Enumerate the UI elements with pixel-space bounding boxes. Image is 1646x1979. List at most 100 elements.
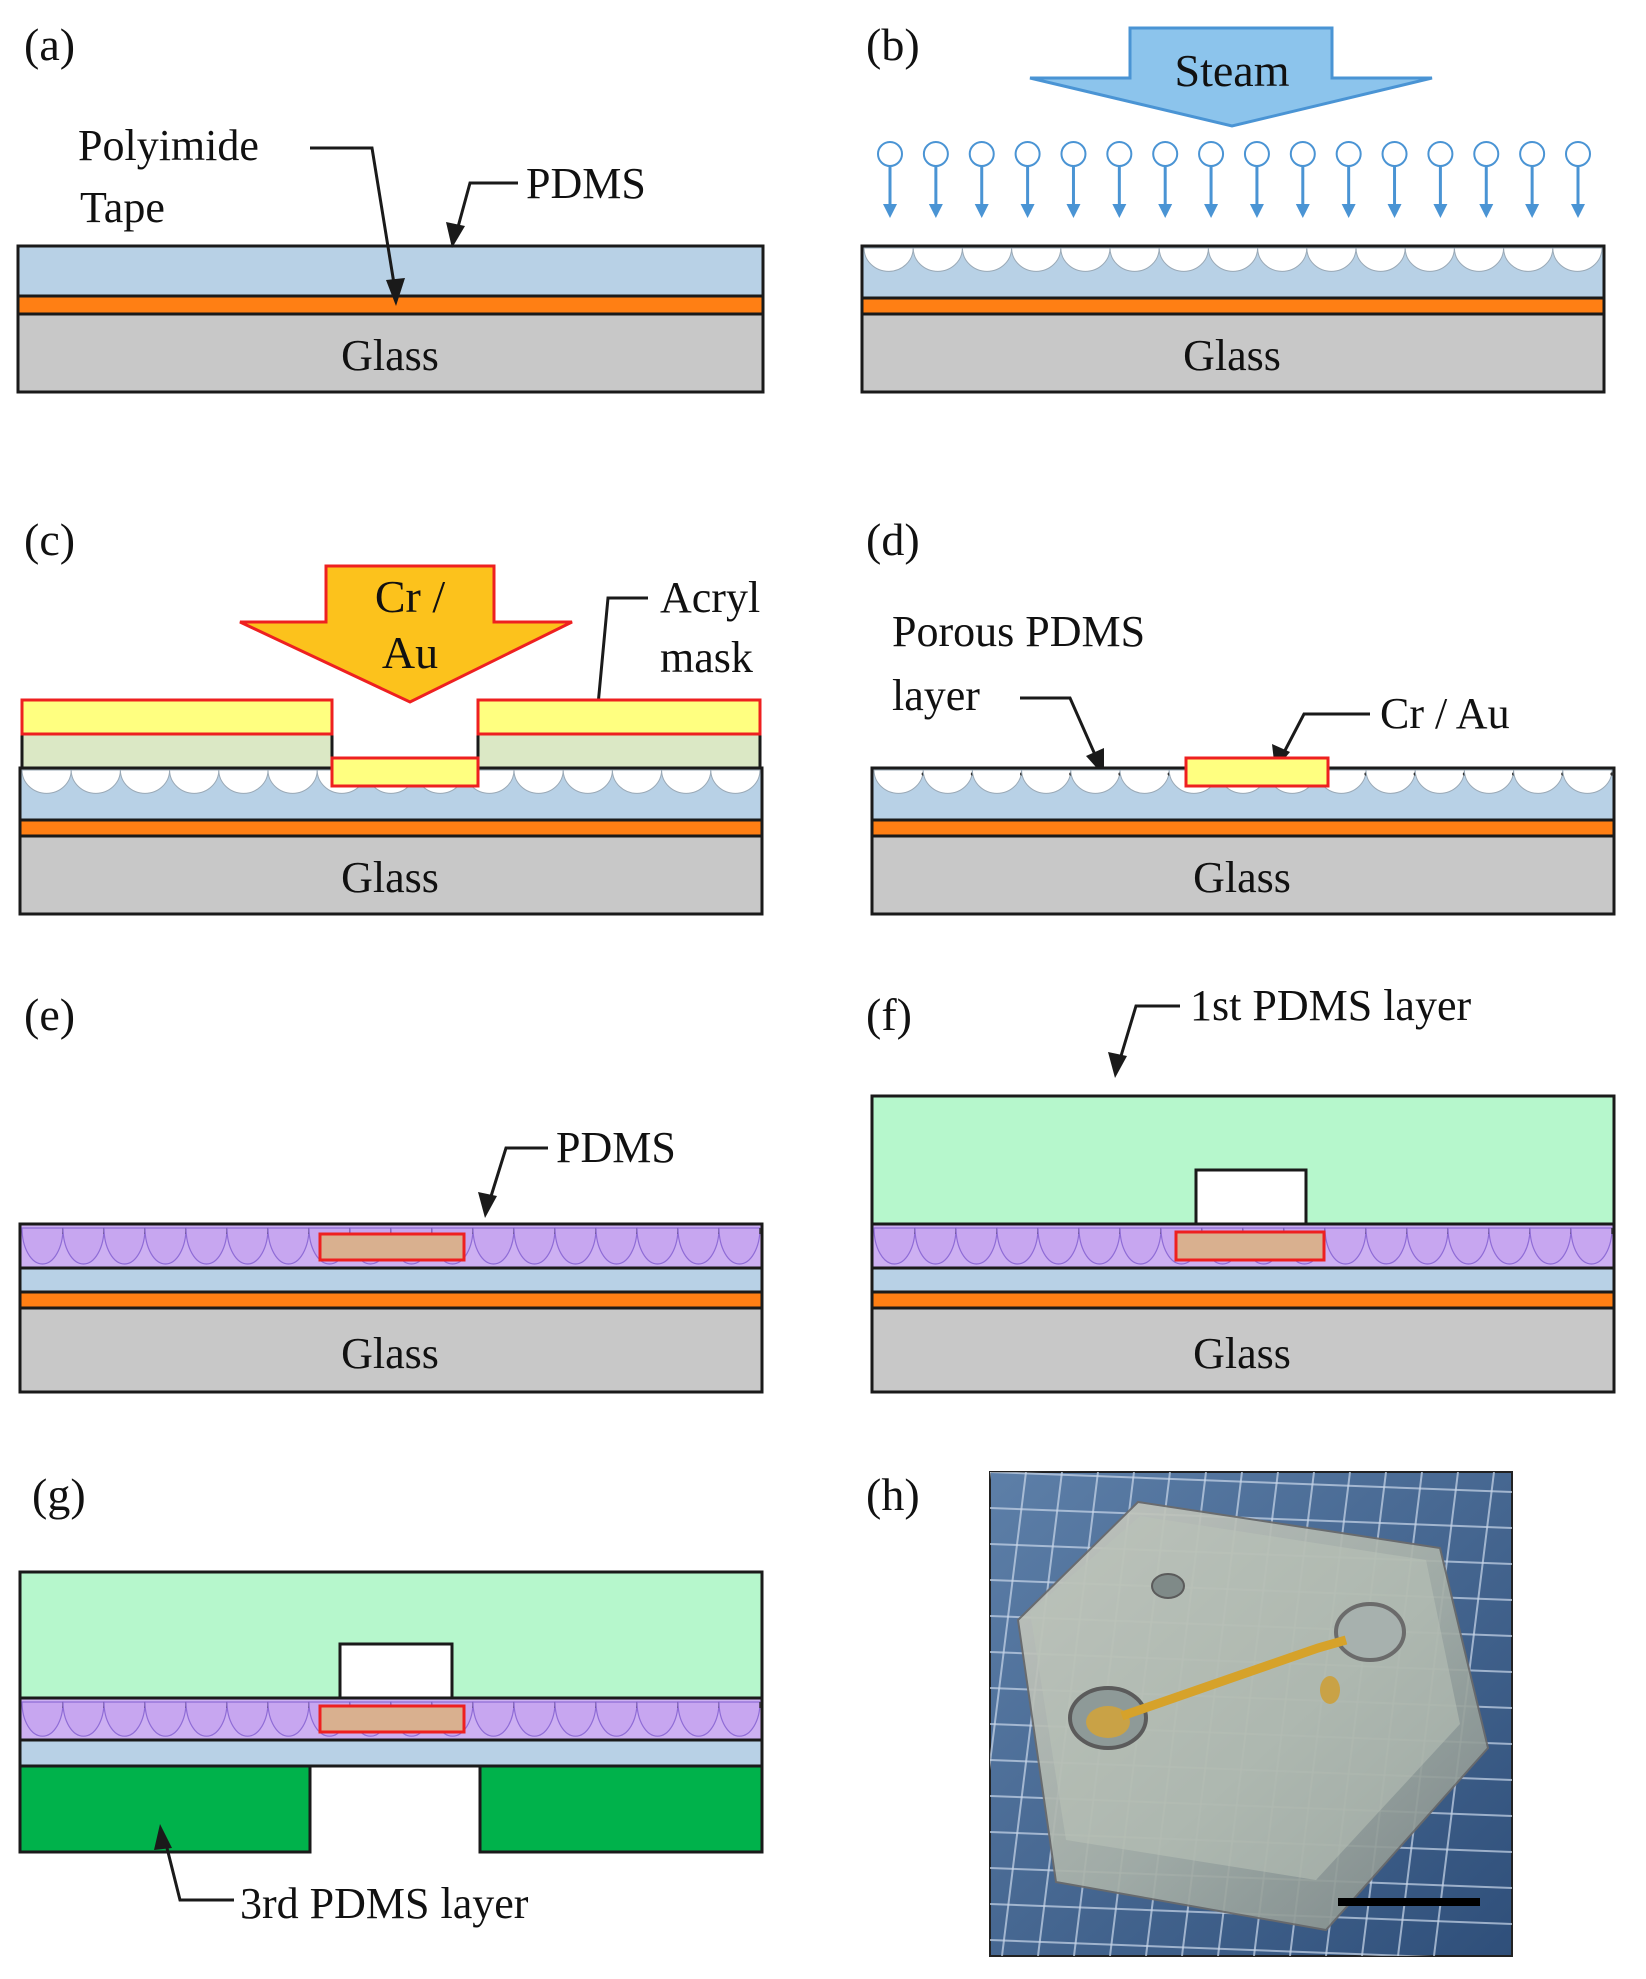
pore xyxy=(1570,1227,1613,1265)
cr-au-label-1: Cr / xyxy=(375,571,446,622)
panel-a-pdms-leader xyxy=(453,181,518,239)
pore xyxy=(185,1701,228,1737)
porous-label-2: layer xyxy=(892,671,980,720)
pore xyxy=(718,1227,761,1265)
pore xyxy=(226,1227,269,1265)
panel-e-label: (e) xyxy=(24,989,75,1040)
panel-g: (g) 3rd PDMS layer xyxy=(18,1469,764,1928)
pore xyxy=(595,1227,638,1265)
steam-droplet xyxy=(968,141,995,167)
panel-h: (h) xyxy=(866,1469,1513,1957)
panel-e-polyimide-tape xyxy=(18,1290,764,1310)
droplet-arrowhead xyxy=(1479,204,1494,218)
pore xyxy=(554,1227,597,1265)
panel-f-pdms-layer xyxy=(870,1266,1616,1294)
panel-c-glass xyxy=(18,834,764,916)
panel-e: (e) PDMS Glass xyxy=(18,989,764,1394)
droplet-arrowhead xyxy=(1433,204,1448,218)
pore xyxy=(1109,247,1160,272)
steam-droplet xyxy=(1014,141,1041,167)
pore xyxy=(1414,769,1465,794)
pore xyxy=(1365,1227,1408,1265)
panel-g-electrode xyxy=(318,1704,466,1734)
droplet-arrowhead xyxy=(1020,204,1035,218)
pore-dot xyxy=(1610,772,1614,776)
first-layer-label: 1st PDMS layer xyxy=(1190,981,1471,1030)
steam-droplet xyxy=(1243,141,1270,167)
panel-b-label: (b) xyxy=(866,19,920,70)
pore xyxy=(218,769,269,794)
steam-droplet xyxy=(1289,141,1316,167)
pore xyxy=(636,1701,679,1737)
droplet-arrowhead xyxy=(1571,204,1585,218)
panel-g-label: (g) xyxy=(32,1469,86,1520)
pore xyxy=(710,769,761,794)
panel-a-polyimide-leader xyxy=(310,146,398,297)
pore xyxy=(21,769,72,794)
pore xyxy=(513,1701,556,1737)
pore xyxy=(912,247,963,272)
pore xyxy=(1529,1227,1572,1265)
pore xyxy=(1365,769,1416,794)
grid-line xyxy=(990,1472,1512,1493)
steam-droplet xyxy=(1519,141,1546,167)
pore xyxy=(922,769,973,794)
pore xyxy=(1404,247,1455,272)
pore xyxy=(226,1701,269,1737)
pore xyxy=(1562,769,1613,794)
third-layer-left xyxy=(18,1764,312,1854)
cr-au-label-2: Au xyxy=(382,627,438,678)
pore xyxy=(1119,769,1170,794)
pore xyxy=(677,1227,720,1265)
mask-left-coating xyxy=(20,698,334,736)
panel-g-pdms-layer xyxy=(18,1738,764,1768)
steam-label: Steam xyxy=(1175,45,1290,96)
droplet-arrowhead xyxy=(1295,204,1310,218)
third-layer-right xyxy=(478,1764,764,1854)
panel-e-pdms-label: PDMS xyxy=(556,1123,676,1172)
third-layer-arrowhead xyxy=(154,1824,172,1850)
pore xyxy=(21,1227,64,1265)
panel-f-glass-label: Glass xyxy=(1193,1329,1291,1378)
mask-right-base xyxy=(476,732,762,770)
droplet-arrowhead xyxy=(1249,204,1264,218)
pore xyxy=(1078,1227,1121,1265)
pore xyxy=(1503,247,1554,272)
pore xyxy=(267,769,318,794)
panel-a-pdms-arrowhead xyxy=(446,222,465,248)
pore xyxy=(1070,769,1121,794)
panel-d: (d) Porous PDMS layer Cr / Au Glass xyxy=(866,514,1616,916)
pore xyxy=(1037,1227,1080,1265)
steam-droplet xyxy=(1060,141,1087,167)
steam-droplet xyxy=(1473,141,1500,167)
pore xyxy=(636,1227,679,1265)
panel-e-glass-label: Glass xyxy=(341,1329,439,1378)
panel-e-pdms-leader xyxy=(486,1146,548,1207)
droplet-arrowhead xyxy=(1112,204,1127,218)
droplet-arrowhead xyxy=(928,204,943,218)
grid-line xyxy=(990,1472,1027,1771)
panel-c: (c) Cr / Au Acryl mask Glass xyxy=(18,514,764,916)
photo-electrode-trace xyxy=(1120,1635,1348,1721)
pore xyxy=(62,1227,105,1265)
cr-au-deposition-arrow xyxy=(239,564,573,704)
mask-right-coating xyxy=(476,698,762,736)
steam-droplet xyxy=(1335,141,1362,167)
panel-a-polyimide-label-1: Polyimide xyxy=(78,121,259,170)
panel-b-polyimide-tape xyxy=(860,296,1606,316)
panel-c-electrode xyxy=(330,756,480,788)
third-layer-label: 3rd PDMS layer xyxy=(240,1879,529,1928)
panel-c-label: (c) xyxy=(24,514,75,565)
steam-droplet xyxy=(1198,141,1225,167)
panel-f: (f) 1st PDMS layer Glass xyxy=(866,981,1616,1394)
panel-c-polyimide-tape xyxy=(18,818,764,838)
pore xyxy=(595,1701,638,1737)
pore xyxy=(1447,1227,1490,1265)
pore xyxy=(1552,247,1603,272)
photo-port-left-inner xyxy=(1086,1706,1130,1738)
panel-d-electrode xyxy=(1184,756,1330,788)
photo-electrode-pad xyxy=(1320,1676,1340,1704)
pore xyxy=(873,769,924,794)
pore xyxy=(873,1227,916,1265)
